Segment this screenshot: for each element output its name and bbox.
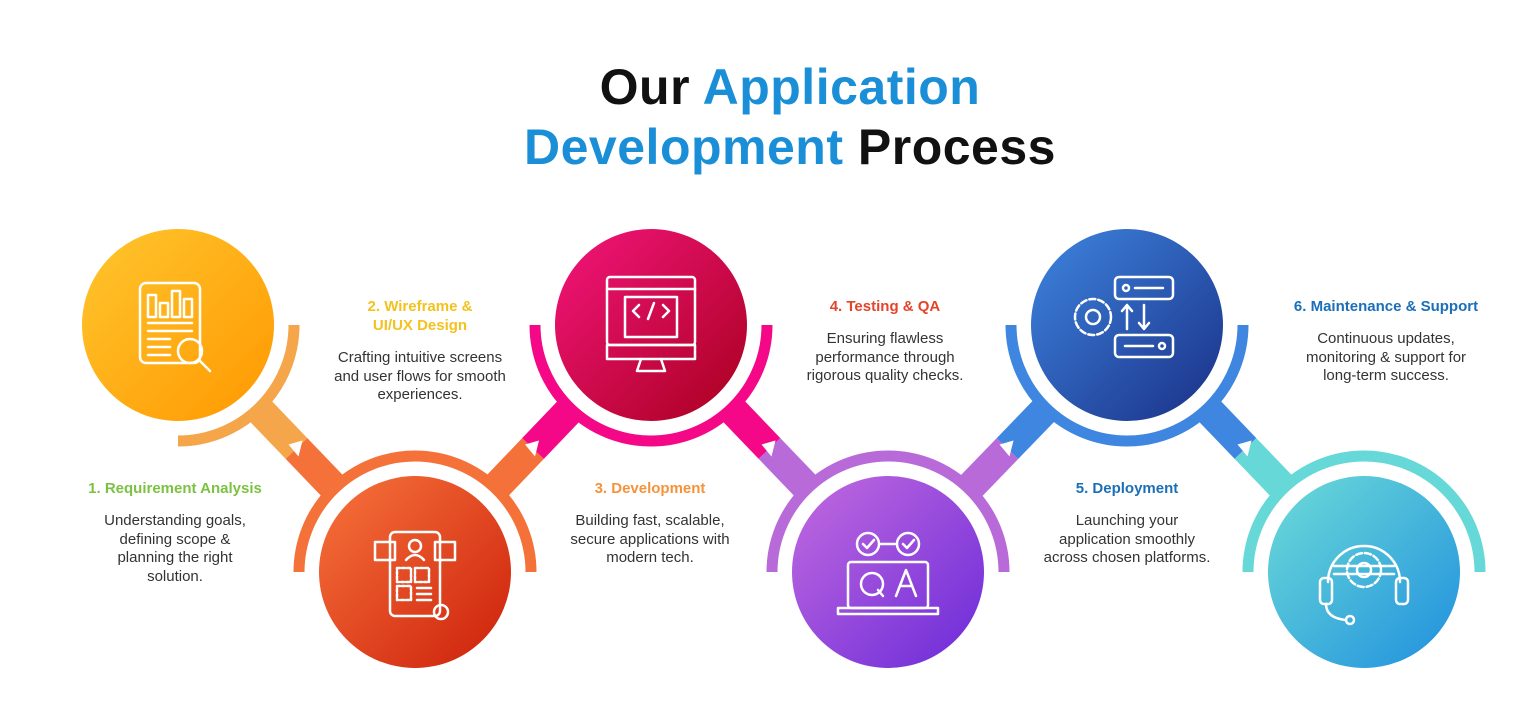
step-2-title: 2. Wireframe & UI/UX Design: [367, 298, 473, 334]
connector-3-4-start: [717, 395, 781, 459]
title-line-1: Our Application: [0, 58, 1536, 116]
connector-4-5-start: [955, 438, 1019, 502]
step-6-text: 6. Maintenance & Support Continuous upda…: [1266, 297, 1506, 386]
step-6-desc: Continuous updates, monitoring & support…: [1305, 330, 1467, 384]
connector-5-6-end: [1234, 438, 1298, 502]
connector-arrow-marker: [999, 440, 1014, 457]
connector-1-2-start: [244, 395, 308, 459]
connector-1-2-end: [285, 438, 349, 502]
connector-arrow-marker: [288, 440, 303, 457]
title-plain-2: Process: [857, 119, 1056, 175]
step-2-text: 2. Wireframe & UI/UX Design Crafting int…: [300, 297, 540, 405]
connector-3-4-end: [758, 438, 822, 502]
step-1-arc: [177, 324, 300, 447]
step-4-desc: Ensuring flawless performance through ri…: [806, 330, 964, 384]
step-5-text: 5. Deployment Launching your application…: [1007, 479, 1247, 568]
qa-laptop-icon: [836, 531, 940, 616]
connector-4-5-end: [996, 395, 1060, 459]
step-5-desc: Launching your application smoothly acro…: [1043, 512, 1211, 566]
step-2-arc: [293, 450, 537, 573]
title-accent-2: Development: [524, 119, 844, 175]
step-1-text: 1. Requirement Analysis Understanding go…: [55, 479, 295, 586]
step-6-arc: [1242, 450, 1486, 573]
step-6-circle: [1268, 476, 1460, 668]
step-2-desc: Crafting intuitive screens and user flow…: [334, 349, 506, 403]
step-4-text: 4. Testing & QA Ensuring flawless perfor…: [765, 297, 1005, 386]
step-4-title: 4. Testing & QA: [829, 298, 941, 315]
title-line-2: Development Process: [0, 118, 1536, 176]
connector-arrow-marker: [1237, 440, 1252, 457]
step-4-arc: [766, 450, 1010, 573]
title-accent-1: Application: [702, 59, 981, 115]
connector-2-3-end: [522, 395, 585, 459]
support-headset-gear-icon: [1318, 544, 1410, 626]
step-3-circle: [555, 229, 747, 421]
step-3-desc: Building fast, scalable, secure applicat…: [570, 512, 730, 566]
step-5-arc: [1005, 324, 1249, 447]
step-3-text: 3. Development Building fast, scalable, …: [530, 479, 770, 568]
step-1-desc: Understanding goals, defining scope & pl…: [104, 512, 246, 585]
server-transfer-gear-icon: [1073, 275, 1175, 359]
step-3-title: 3. Development: [594, 480, 706, 497]
code-monitor-icon: [605, 275, 697, 373]
step-3-arc: [529, 324, 773, 447]
connector-arrow-marker: [525, 440, 539, 457]
title-plain-1: Our: [599, 59, 691, 115]
connector-arrow-marker: [761, 440, 776, 457]
step-5-title: 5. Deployment: [1075, 480, 1179, 497]
report-search-icon: [138, 281, 212, 373]
ui-ux-wireframe-icon: [373, 530, 457, 621]
step-6-title: 6. Maintenance & Support: [1293, 298, 1479, 315]
step-4-circle: [792, 476, 984, 668]
step-1-title: 1. Requirement Analysis: [88, 480, 262, 497]
connector-2-3-start: [481, 438, 544, 502]
step-1-circle: [82, 229, 274, 421]
connector-5-6-start: [1193, 395, 1257, 459]
